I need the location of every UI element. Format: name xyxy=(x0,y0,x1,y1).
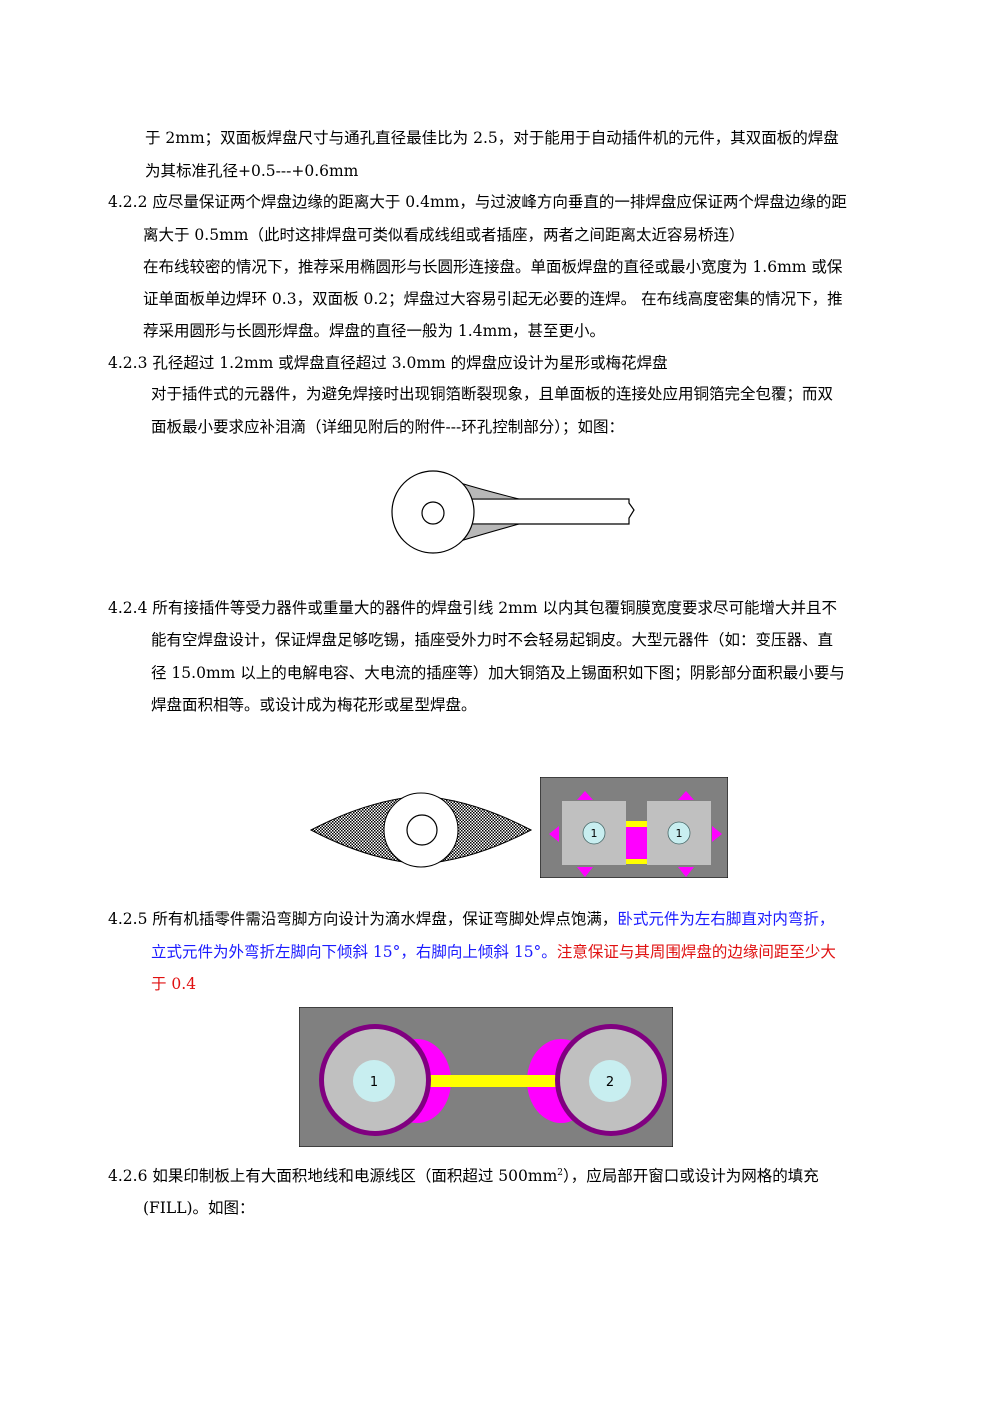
pad-label: 1 xyxy=(676,827,683,840)
text-line: 为其标准孔径+0.5---+0.6mm xyxy=(145,162,359,180)
text-line: 离大于 0.5mm（此时这排焊盘可类似看成线组或者插座，两者之间距离太近容易桥连… xyxy=(143,226,745,244)
text-line: 焊盘面积相等。或设计成为梅花形或星型焊盘。 xyxy=(151,696,477,714)
text-line: 在布线较密的情况下，推荐采用椭圆形与长圆形连接盘。单面板焊盘的直径或最小宽度为 … xyxy=(143,258,843,276)
teardrop-round-pads-figure: 1 2 xyxy=(299,1007,673,1147)
pad-label: 1 xyxy=(591,827,598,840)
section-4-2-3-heading: 4.2.3 孔径超过 1.2mm 或焊盘直径超过 3.0mm 的焊盘应设计为星形… xyxy=(108,354,668,372)
section-4-2-4-heading: 4.2.4 所有接插件等受力器件或重量大的器件的焊盘引线 2mm 以内其包覆铜膜… xyxy=(108,599,837,617)
text-line: 面板最小要求应补泪滴（详细见附后的附件---环孔控制部分）；如图： xyxy=(151,418,624,436)
large-copper-pad-figure xyxy=(309,792,533,868)
text-run-red: 注意保证与其周围焊盘的边缘间距至少大 xyxy=(556,943,836,961)
superscript: 2 xyxy=(557,1167,564,1178)
text-line: 证单面板单边焊环 0.3，双面板 0.2；焊盘过大容易引起无必要的连焊。 在布线… xyxy=(143,290,843,308)
text-run-blue: 立式元件为外弯折左脚向下倾斜 15°，右脚向上倾斜 15°。 xyxy=(151,943,557,961)
text-line: 径 15.0mm 以上的电解电容、大电流的插座等）加大铜箔及上锡面积如下图；阴影… xyxy=(151,664,845,682)
text-line: 对于插件式的元器件，为避免焊接时出现铜箔断裂现象，且单面板的连接处应用铜箔完全包… xyxy=(151,385,834,403)
text-line: 能有空焊盘设计，保证焊盘足够吃锡，插座受外力时不会轻易起铜皮。大型元器件（如：变… xyxy=(151,631,834,649)
text-line: 于 2mm；双面板焊盘尺寸与通孔直径最佳比为 2.5，对于能用于自动插件机的元件… xyxy=(145,129,839,147)
pad-label: 2 xyxy=(606,1075,614,1090)
text-line: 荐采用圆形与长圆形焊盘。焊盘的直径一般为 1.4mm，甚至更小。 xyxy=(143,322,605,340)
text-run: 4.2.6 如果印制板上有大面积地线和电源线区（面积超过 500mm xyxy=(108,1167,558,1185)
square-pads-figure: 1 1 xyxy=(540,777,728,878)
text-line: 立式元件为外弯折左脚向下倾斜 15°，右脚向上倾斜 15°。注意保证与其周围焊盘… xyxy=(151,942,836,962)
section-4-2-5-heading: 4.2.5 所有机插零件需沿弯脚方向设计为滴水焊盘，保证弯脚处焊点饱满，卧式元件… xyxy=(108,909,834,929)
text-run: 4.2.5 所有机插零件需沿弯脚方向设计为滴水焊盘，保证弯脚处焊点饱满， xyxy=(108,910,618,928)
text-run-blue: 卧式元件为左右脚直对内弯折， xyxy=(617,910,835,928)
text-line: 于 0.4 xyxy=(151,975,197,993)
section-4-2-2-heading: 4.2.2 应尽量保证两个焊盘边缘的距离大于 0.4mm，与过波峰方向垂直的一排… xyxy=(108,193,847,211)
text-line: (FILL)。如图： xyxy=(143,1199,255,1217)
pad-label: 1 xyxy=(370,1075,378,1090)
section-4-2-6-heading: 4.2.6 如果印制板上有大面积地线和电源线区（面积超过 500mm2），应局部… xyxy=(108,1166,819,1186)
teardrop-pad-figure xyxy=(391,470,635,554)
text-run: ），应局部开窗口或设计为网格的填充 xyxy=(563,1167,819,1185)
